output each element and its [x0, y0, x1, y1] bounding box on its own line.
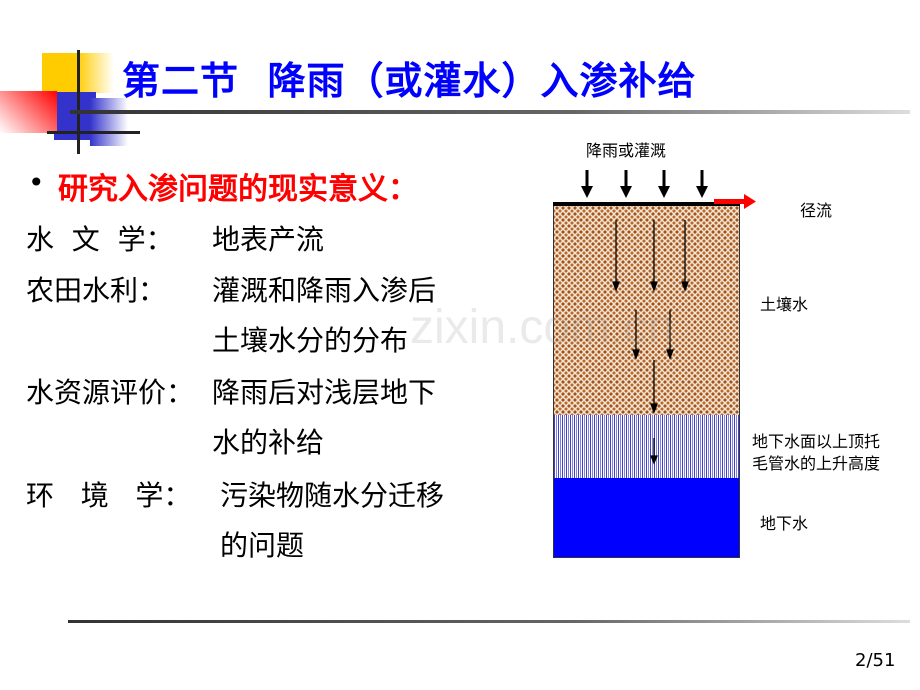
item-text: 降雨后对浅层地下 — [212, 376, 437, 409]
bullet-heading: 研究入渗问题的现实意义： — [58, 172, 418, 207]
capillary-label: 地下水面以上顶托 — [752, 432, 881, 451]
item-label: 环 境 学： — [26, 479, 192, 512]
ground-surface — [553, 202, 740, 206]
decor-logo — [0, 50, 140, 160]
bullet-icon: • — [28, 166, 45, 199]
groundwater-label: 地下水 — [760, 514, 809, 533]
item-label: 水 文 学： — [26, 223, 174, 256]
footer-divider — [68, 620, 910, 623]
capillary-layer — [554, 415, 739, 478]
item-label: 水资源评价： — [26, 376, 195, 409]
rain-arrows — [581, 170, 708, 198]
arrows — [581, 170, 756, 465]
item-label: 农田水利： — [26, 274, 167, 307]
soil-layer — [554, 205, 739, 415]
item-text: 的问题 — [220, 529, 305, 562]
infiltration-arrows — [612, 220, 689, 465]
slide-title: 第二节 降雨（或灌水）入渗补给 — [122, 59, 697, 103]
item-text: 土壤水分的分布 — [212, 324, 409, 357]
watermark: zixin.com.cn — [410, 301, 675, 354]
item-text: 污染物随水分迁移 — [220, 479, 445, 512]
item-text: 地表产流 — [212, 223, 325, 256]
page-number: 2/51 — [855, 650, 896, 671]
item-text: 水的补给 — [212, 426, 325, 459]
title-divider — [70, 110, 910, 114]
soil-water-label: 土壤水 — [760, 295, 809, 314]
item-text: 灌溉和降雨入渗后 — [212, 274, 437, 307]
groundwater-layer — [554, 478, 739, 557]
capillary-label: 毛管水的上升高度 — [752, 454, 881, 473]
rain-label: 降雨或灌溉 — [586, 141, 667, 160]
runoff-arrow-icon — [714, 194, 756, 209]
runoff-label: 径流 — [800, 201, 833, 220]
